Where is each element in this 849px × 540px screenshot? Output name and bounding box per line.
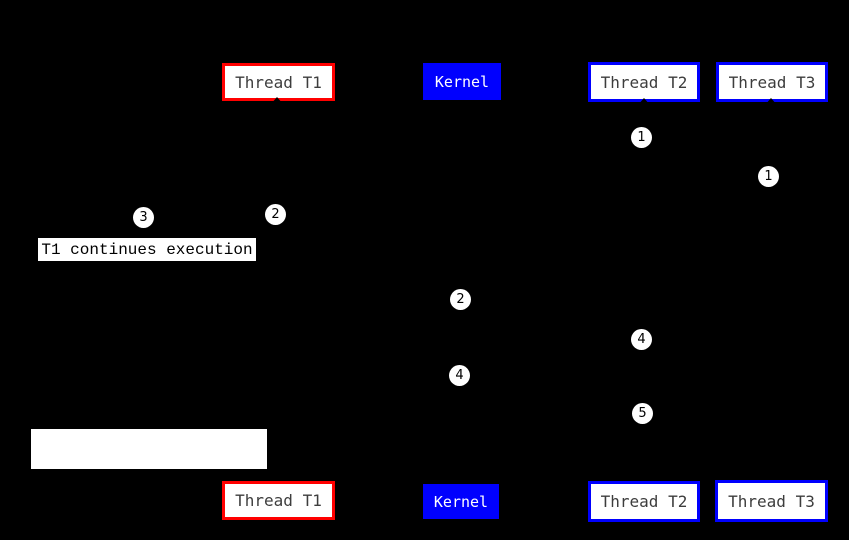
t1-continues-execution-label: T1 continues execution — [36, 236, 258, 263]
arrowhead-up-icon — [765, 98, 777, 105]
step-badge-5-t2: 5 — [632, 403, 653, 424]
step-badge-4-kernel: 4 — [449, 365, 470, 386]
arrowhead-down-icon — [637, 476, 649, 483]
kernel-bottom-box: Kernel — [423, 484, 499, 519]
arrowhead-up-icon — [271, 97, 283, 104]
blank-legend-box — [31, 429, 267, 469]
step-badge-1-t3: 1 — [758, 166, 779, 187]
step-badge-2-t1: 2 — [265, 204, 286, 225]
step-badge-1-t2: 1 — [631, 127, 652, 148]
kernel-top-box: Kernel — [423, 63, 501, 100]
step-badge-2-kernel: 2 — [450, 289, 471, 310]
thread-t2-bottom-box: Thread T2 — [588, 481, 700, 522]
thread-t1-top-box: Thread T1 — [222, 63, 335, 101]
step-badge-4-t2: 4 — [631, 329, 652, 350]
arrowhead-up-icon — [638, 98, 650, 105]
arrowhead-down-icon — [271, 476, 283, 483]
thread-t1-bottom-box: Thread T1 — [222, 481, 335, 520]
thread-t3-top-box: Thread T3 — [716, 62, 828, 102]
thread-t3-bottom-box: Thread T3 — [715, 480, 828, 522]
step-badge-3: 3 — [133, 207, 154, 228]
thread-t2-top-box: Thread T2 — [588, 62, 700, 102]
